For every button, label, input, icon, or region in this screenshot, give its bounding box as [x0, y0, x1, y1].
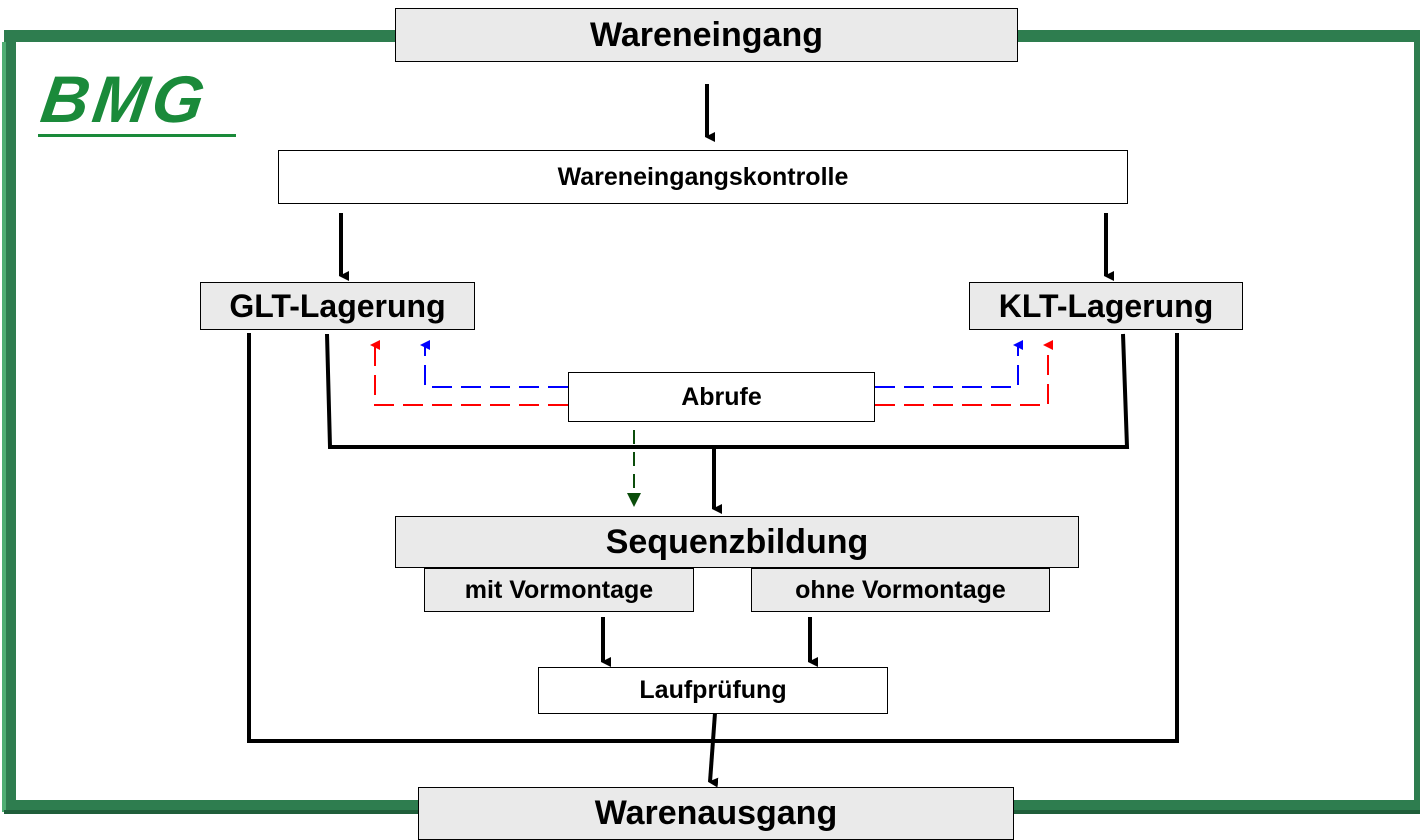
- inner-collector-line: [325, 333, 1130, 449]
- node-abrufe: Abrufe: [568, 372, 875, 422]
- node-sequenzbildung: Sequenzbildung: [395, 516, 1079, 568]
- abruf-blue-left: [420, 340, 568, 388]
- abruf-green-arrowhead: [627, 493, 641, 507]
- node-mit-vormontage: mit Vormontage: [424, 568, 694, 612]
- abruf-red-right: [875, 340, 1053, 406]
- abruf-red-left: [370, 340, 568, 406]
- abruf-signals: [370, 340, 1053, 507]
- bmg-logo: BMG: [36, 62, 214, 136]
- node-ohne-vormontage: ohne Vormontage: [751, 568, 1050, 612]
- arrow-lauf-ausgang: [708, 712, 719, 788]
- flow-lines: [247, 84, 1179, 788]
- node-glt-lagerung: GLT-Lagerung: [200, 282, 475, 330]
- node-klt-lagerung: KLT-Lagerung: [969, 282, 1243, 330]
- logo-underline: [38, 134, 236, 137]
- node-wareneingang: Wareneingang: [395, 8, 1018, 62]
- node-warenausgang: Warenausgang: [418, 787, 1014, 840]
- abruf-blue-right: [875, 340, 1023, 388]
- node-laufpruefung: Laufprüfung: [538, 667, 888, 714]
- node-wareneingangskontrolle: Wareneingangskontrolle: [278, 150, 1128, 204]
